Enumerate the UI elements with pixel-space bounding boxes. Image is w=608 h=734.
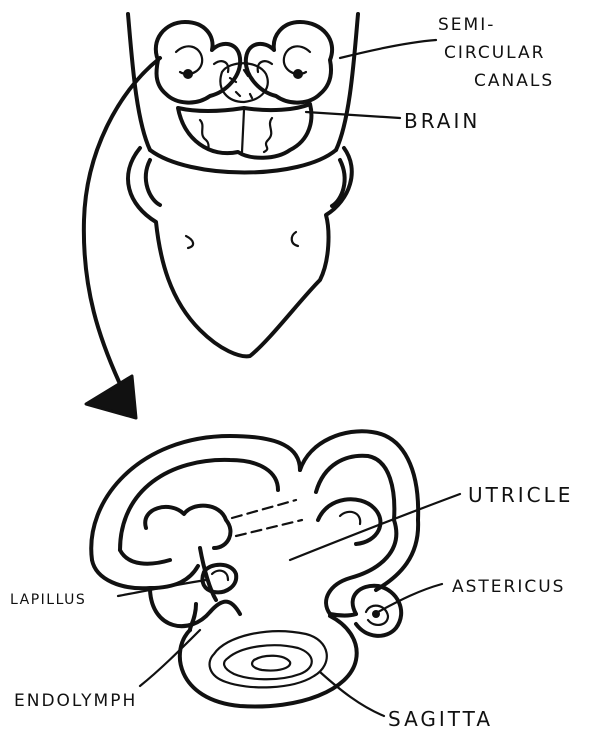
label-lapillus: LAPILLUS xyxy=(10,592,86,608)
inner-ear xyxy=(91,431,418,706)
label-semi: SEMI- xyxy=(438,15,495,35)
zoom-arrow xyxy=(84,58,160,418)
cranium-contents xyxy=(156,22,332,158)
label-endolymph: ENDOLYMPH xyxy=(14,691,137,711)
top-leader-lines xyxy=(306,40,436,118)
label-astericus: ASTERICUS xyxy=(452,577,565,597)
label-canals: CANALS xyxy=(474,71,554,91)
label-circular: CIRCULAR xyxy=(444,43,545,63)
bottom-leader-lines xyxy=(118,494,460,716)
label-sagitta: SAGITTA xyxy=(388,707,493,731)
label-brain: BRAIN xyxy=(404,109,480,133)
label-utricle: UTRICLE xyxy=(468,483,573,507)
fish-head xyxy=(128,14,358,356)
labels: SEMI- CIRCULAR CANALS BRAIN UTRICLE LAPI… xyxy=(10,15,573,731)
